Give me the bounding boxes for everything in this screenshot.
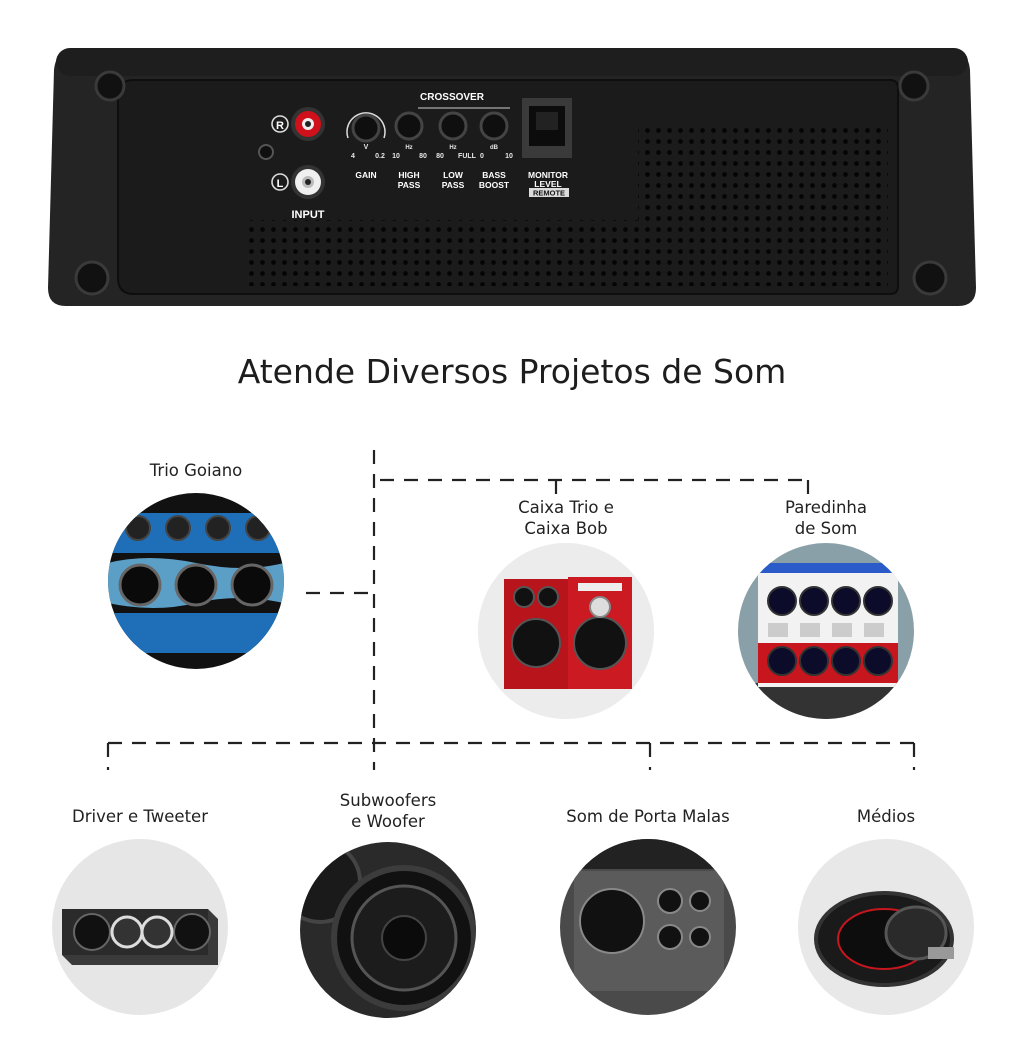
amplifier-panel: R L INPUT CROSSOVER — [48, 48, 976, 308]
svg-text:10: 10 — [392, 153, 400, 160]
monitor-level-jack[interactable] — [522, 98, 572, 158]
svg-text:FULL: FULL — [458, 153, 477, 160]
item-porta-malas-label: Som de Porta Malas — [566, 807, 730, 826]
screw-icon — [74, 70, 948, 296]
porta-malas-image — [560, 839, 736, 1015]
high-pass-knob[interactable] — [394, 111, 424, 141]
item-trio-goiano-label: Trio Goiano — [149, 461, 243, 480]
rca-r-label: R — [276, 120, 284, 132]
item-subwoofers-label: Subwoofers e Woofer — [339, 791, 437, 831]
item-caixa-trio-label: Caixa Trio e Caixa Bob — [518, 498, 614, 538]
svg-text:80: 80 — [419, 153, 427, 160]
driver-tweeter-image — [52, 839, 228, 1015]
rca-l-label: L — [277, 178, 284, 190]
item-driver-tweeter: Driver e Tweeter — [48, 806, 232, 1015]
gain-knob[interactable] — [346, 112, 386, 143]
svg-text:dB: dB — [490, 145, 499, 151]
item-paredinha-label: Paredinha de Som — [785, 498, 867, 538]
svg-text:V: V — [364, 144, 369, 151]
svg-text:Hz: Hz — [449, 145, 456, 151]
rca-jack-white[interactable] — [291, 165, 325, 199]
connector-lines — [106, 450, 916, 770]
headline: Atende Diversos Projetos de Som — [237, 352, 787, 391]
subwoofers-image — [300, 842, 476, 1018]
svg-text:0: 0 — [480, 153, 484, 160]
gain-label: GAIN — [355, 170, 376, 180]
trio-goiano-image — [108, 493, 284, 669]
rca-jack-red[interactable] — [291, 107, 325, 141]
svg-text:4: 4 — [351, 153, 355, 160]
svg-text:Hz: Hz — [405, 145, 412, 151]
item-caixa-trio: Caixa Trio e Caixa Bob — [476, 497, 656, 719]
low-pass-knob[interactable] — [438, 111, 468, 141]
item-paredinha: Paredinha de Som — [734, 497, 918, 719]
svg-text:80: 80 — [436, 153, 444, 160]
item-trio-goiano: Trio Goiano — [104, 460, 288, 669]
item-porta-malas: Som de Porta Malas — [556, 806, 740, 1015]
medios-image — [798, 839, 974, 1015]
input-label: INPUT — [292, 209, 325, 221]
item-medios-label: Médios — [856, 807, 916, 826]
bass-boost-knob[interactable] — [479, 111, 509, 141]
item-medios: Médios — [796, 806, 976, 1015]
caixa-trio-image — [478, 543, 654, 719]
svg-text:0.2: 0.2 — [375, 153, 385, 160]
item-subwoofers: Subwoofers e Woofer — [296, 790, 480, 1018]
item-driver-tweeter-label: Driver e Tweeter — [72, 807, 208, 826]
paredinha-image — [738, 543, 914, 719]
remote-label: REMOTE — [533, 189, 565, 198]
crossover-label: CROSSOVER — [420, 92, 485, 103]
svg-text:10: 10 — [505, 153, 513, 160]
